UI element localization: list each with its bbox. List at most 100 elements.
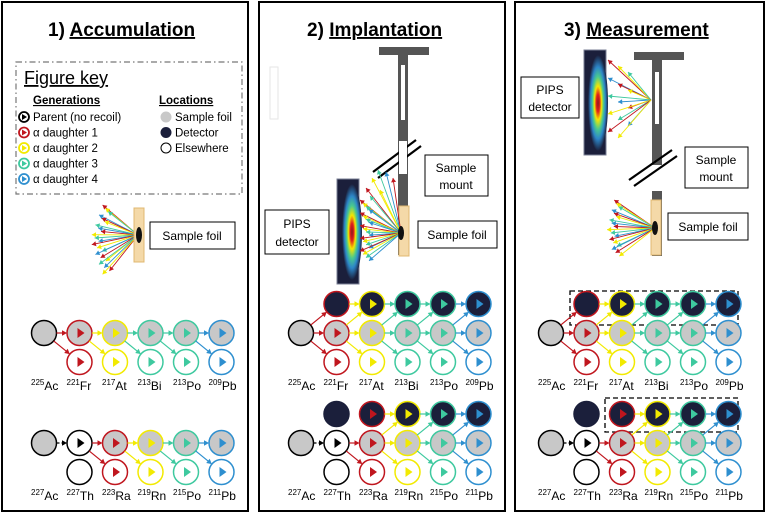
nuclide-label: 227Th bbox=[324, 488, 351, 503]
decay-arrowhead bbox=[676, 301, 681, 307]
decay-arrowhead bbox=[711, 411, 716, 417]
recoil-trajectory bbox=[612, 228, 655, 250]
nuclide-label: 221Fr bbox=[574, 378, 599, 393]
recoil-trajectory bbox=[618, 100, 651, 120]
decay-arrow bbox=[311, 314, 324, 325]
decay-arrow bbox=[667, 424, 680, 435]
decay-arrowhead bbox=[605, 440, 610, 446]
nuclide-label: 225Ac bbox=[538, 378, 565, 393]
decay-arrowhead bbox=[640, 411, 645, 417]
decay-arrowhead bbox=[426, 330, 431, 336]
nuclide-label: 211Pb bbox=[209, 488, 237, 503]
decay-arrowhead bbox=[133, 330, 138, 336]
decay-arrowhead bbox=[390, 411, 395, 417]
decay-arrow bbox=[125, 341, 138, 352]
nuclide-label: 213Bi bbox=[395, 378, 419, 393]
key-generation-label: Parent (no recoil) bbox=[33, 112, 121, 124]
decay-arrow bbox=[596, 341, 609, 352]
decay-arrow bbox=[382, 424, 395, 435]
nuclide-label: 227Th bbox=[67, 488, 94, 503]
decay-arrow bbox=[417, 424, 430, 435]
pips-text-2: detector bbox=[275, 235, 318, 249]
key-location-label: Sample foil bbox=[175, 112, 232, 124]
nuclide-label: 209Pb bbox=[209, 378, 237, 393]
decay-arrow bbox=[196, 451, 209, 462]
decay-arrow bbox=[596, 451, 609, 462]
nuclide-label: 209Pb bbox=[716, 378, 744, 393]
decay-arrow bbox=[667, 314, 680, 325]
decay-arrow bbox=[89, 341, 102, 352]
nuclide-label: 211Pb bbox=[466, 488, 494, 503]
decay-arrow bbox=[453, 314, 466, 325]
decay-arrow bbox=[89, 451, 102, 462]
nuclide-label: 223Ra bbox=[609, 488, 638, 503]
decay-arrowhead bbox=[640, 301, 645, 307]
panel-2-implantation-spray bbox=[360, 170, 401, 261]
nuclide-node bbox=[324, 402, 349, 427]
panel-2-pips-label: PIPS detector bbox=[265, 210, 329, 254]
panel-2-pips-detector bbox=[337, 179, 362, 284]
panel-2-sample-foil-label: Sample foil bbox=[418, 221, 497, 248]
decay-arrowhead bbox=[569, 440, 574, 446]
decay-arrowhead bbox=[640, 440, 645, 446]
nuclide-label: 219Rn bbox=[138, 488, 167, 503]
decay-arrowhead bbox=[62, 330, 67, 336]
decay-arrow bbox=[346, 314, 359, 325]
recoil-arrowhead bbox=[609, 218, 614, 223]
recoil-trajectory bbox=[608, 100, 651, 132]
decay-arrow bbox=[453, 341, 466, 352]
decay-arrowhead bbox=[569, 330, 574, 336]
decay-arrowhead bbox=[98, 440, 103, 446]
panel-1-foil-source bbox=[136, 227, 142, 243]
decay-arrow bbox=[382, 341, 395, 352]
decay-arrowhead bbox=[169, 330, 174, 336]
key-generation-label: α daughter 1 bbox=[33, 128, 98, 140]
key-location-marker bbox=[161, 128, 171, 138]
decay-arrow bbox=[196, 341, 209, 352]
sample-foil-label-text: Sample foil bbox=[162, 229, 221, 243]
decay-arrow bbox=[453, 451, 466, 462]
nuclide-label: 223Ra bbox=[102, 488, 131, 503]
decay-arrowhead bbox=[133, 440, 138, 446]
panel-1-sample-foil-label: Sample foil bbox=[150, 222, 235, 249]
nuclide-label: 213Po bbox=[680, 378, 708, 393]
panel-1-sample-foil-spray bbox=[92, 205, 138, 274]
recoil-arrowhead bbox=[109, 266, 114, 271]
decay-arrow bbox=[382, 451, 395, 462]
nuclide-label: 217At bbox=[359, 378, 384, 393]
sample-mount-text-1: Sample bbox=[436, 161, 477, 175]
nuclide-label: 227Ac bbox=[538, 488, 565, 503]
decay-arrowhead bbox=[605, 301, 610, 307]
decay-arrowhead bbox=[676, 440, 681, 446]
recoil-arrowhead bbox=[95, 223, 100, 228]
decay-arrow bbox=[125, 451, 138, 462]
decay-arrow bbox=[382, 314, 395, 325]
decay-arrow bbox=[160, 451, 173, 462]
nuclide-label: 219Rn bbox=[395, 488, 424, 503]
nuclide-node bbox=[324, 460, 349, 485]
key-generation-label: α daughter 2 bbox=[33, 143, 98, 155]
nuclide-node bbox=[324, 292, 349, 317]
decay-arrow bbox=[561, 341, 574, 352]
decay-arrowhead bbox=[62, 440, 67, 446]
recoil-arrowhead bbox=[618, 99, 622, 104]
nuclide-node bbox=[32, 321, 57, 346]
decay-arrow bbox=[453, 424, 466, 435]
nuclide-label: 213Bi bbox=[645, 378, 669, 393]
decay-arrowhead bbox=[319, 440, 324, 446]
recoil-arrowhead bbox=[608, 94, 612, 99]
decay-arrow bbox=[417, 451, 430, 462]
nuclide-node bbox=[539, 321, 564, 346]
nuclide-label: 209Pb bbox=[466, 378, 494, 393]
nuclide-label: 217At bbox=[102, 378, 127, 393]
decay-arrow bbox=[667, 341, 680, 352]
decay-arrowhead bbox=[676, 411, 681, 417]
decay-arrowhead bbox=[390, 440, 395, 446]
decay-arrow bbox=[632, 424, 645, 435]
nuclide-node bbox=[67, 460, 92, 485]
nuclide-label: 225Ac bbox=[288, 378, 315, 393]
